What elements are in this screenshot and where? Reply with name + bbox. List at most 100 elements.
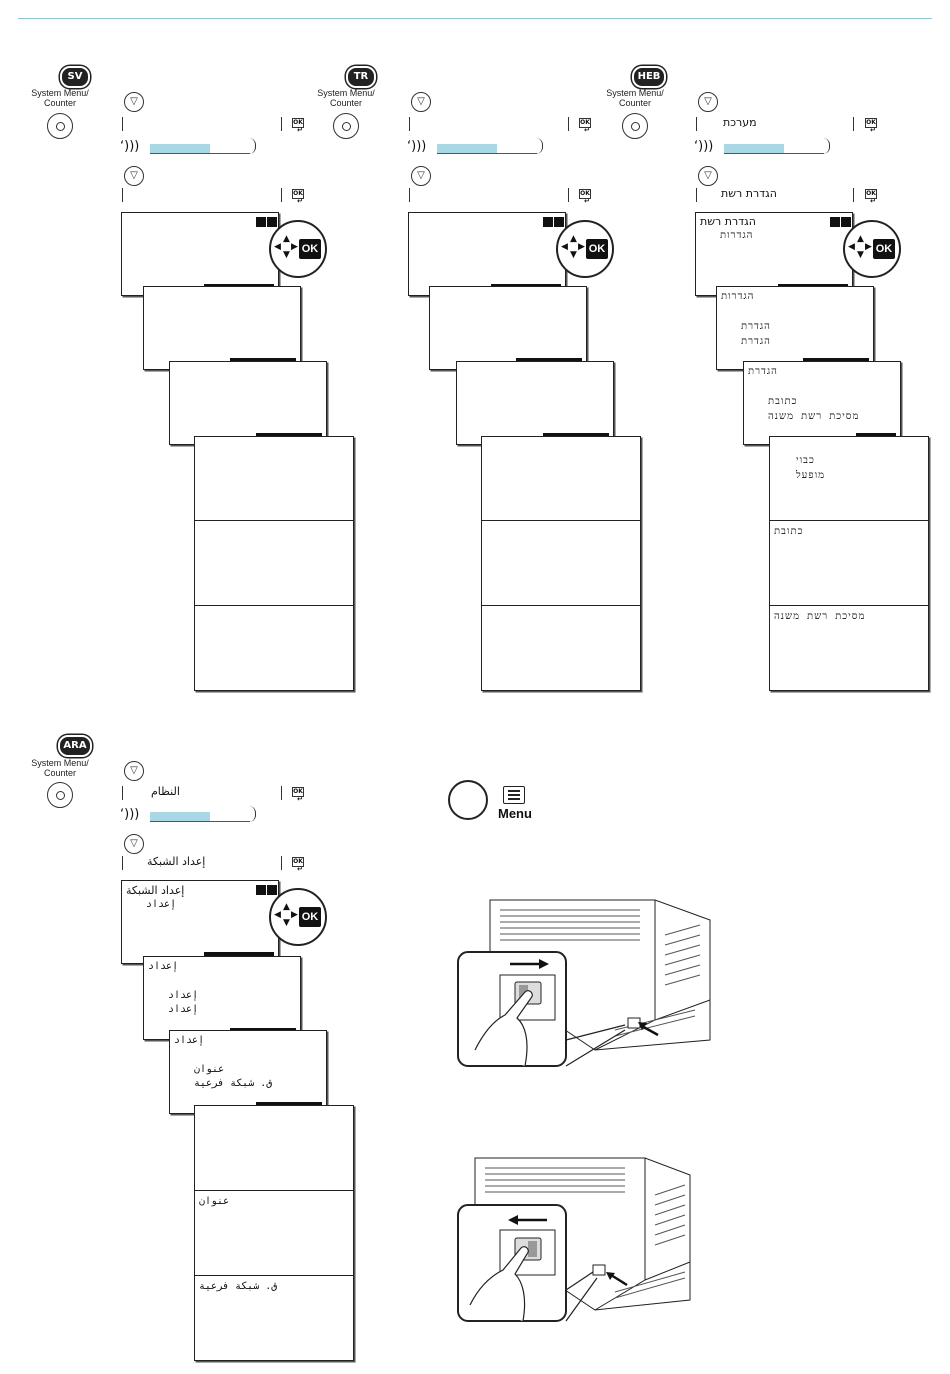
- screen-line: מסיכת רשת משנה: [774, 611, 866, 622]
- system-menu-button[interactable]: [47, 113, 73, 139]
- screen-tr-5: [481, 520, 641, 606]
- screen-ara-2: إعداد إعداد إعداد: [143, 956, 301, 1040]
- down-arrow-icon[interactable]: ▽: [411, 92, 431, 112]
- display-line-1: النظام: [122, 785, 283, 800]
- display-separator: [568, 188, 569, 202]
- display-text: النظام: [151, 785, 180, 798]
- screen-ara-1: إعداد الشبكة إعداد: [121, 880, 279, 964]
- volume-end: [536, 138, 543, 154]
- ok-key-icon[interactable]: OK: [292, 857, 304, 873]
- navigation-arrows-icon: ▲▼ ◀▶: [274, 234, 298, 260]
- screen-line: ق. شبكة فرعية: [199, 1281, 278, 1292]
- down-arrow-icon[interactable]: ▽: [411, 166, 431, 186]
- screen-line: הגדרות: [720, 230, 754, 241]
- screen-sv-3: [169, 361, 327, 445]
- display-line-2: הגדרת רשת: [696, 187, 855, 202]
- screen-indicator: [543, 217, 553, 227]
- screen-sv-1: [121, 212, 279, 296]
- display-line-2: [409, 188, 570, 202]
- menu-icon: [503, 786, 525, 804]
- ok-key-icon[interactable]: OK: [865, 189, 877, 205]
- system-menu-label: System Menu/Counter: [31, 758, 89, 778]
- volume-end: [249, 806, 256, 822]
- voice-guidance-icon: ʻ))): [694, 139, 714, 154]
- down-arrow-icon[interactable]: ▽: [698, 166, 718, 186]
- ok-key-icon[interactable]: OK: [579, 118, 591, 134]
- ok-navigation-callout: ▲▼ ◀▶ OK: [843, 220, 901, 278]
- voice-guidance-icon: ʻ))): [120, 807, 140, 822]
- volume-fill: [150, 144, 210, 153]
- screen-line: כבוי: [796, 455, 815, 466]
- screen-tr-1: [408, 212, 566, 296]
- ok-key[interactable]: OK: [299, 907, 321, 927]
- printer-power-on-illustration: [457, 899, 711, 1067]
- display-separator: [853, 117, 854, 131]
- voice-guidance-icon: ʻ))): [120, 139, 140, 154]
- system-menu-button[interactable]: [333, 113, 359, 139]
- screen-tr-4: [481, 436, 641, 522]
- screen-line: הגדרות: [721, 291, 755, 302]
- display-separator: [281, 117, 282, 131]
- down-arrow-icon[interactable]: ▽: [124, 166, 144, 186]
- ok-key[interactable]: OK: [873, 239, 895, 259]
- volume-track: [150, 812, 250, 822]
- screen-line: ق. شبكة فرعية: [194, 1078, 273, 1089]
- display-line-1: [409, 117, 570, 131]
- volume-fill: [150, 812, 210, 821]
- screen-sv-5: [194, 520, 354, 606]
- screen-tr-3: [456, 361, 614, 445]
- volume-track: [150, 144, 250, 154]
- screen-line: إعداد: [168, 990, 199, 1001]
- display-line-2: [122, 188, 283, 202]
- down-arrow-icon[interactable]: ▽: [124, 92, 144, 112]
- ok-key[interactable]: OK: [299, 239, 321, 259]
- display-line-1: מערכת: [696, 116, 855, 131]
- system-menu-button[interactable]: [47, 782, 73, 808]
- screen-line: כתובת: [774, 526, 804, 537]
- down-arrow-icon[interactable]: ▽: [698, 92, 718, 112]
- screen-indicator: [256, 885, 266, 895]
- screen-indicator: [256, 217, 266, 227]
- ok-key[interactable]: OK: [586, 239, 608, 259]
- down-arrow-icon[interactable]: ▽: [124, 761, 144, 781]
- voice-guidance-icon: ʻ))): [407, 139, 427, 154]
- screen-heb-4: כבוי מופעל: [769, 436, 929, 522]
- volume-track: [437, 144, 537, 154]
- language-badge-sv: SV: [60, 66, 90, 88]
- ok-navigation-callout: ▲▼ ◀▶ OK: [269, 888, 327, 946]
- system-menu-button[interactable]: [622, 113, 648, 139]
- display-separator: [853, 188, 854, 202]
- screen-ara-5: عنوان: [194, 1190, 354, 1276]
- ok-key-icon[interactable]: OK: [865, 118, 877, 134]
- down-arrow-icon[interactable]: ▽: [124, 834, 144, 854]
- language-badge-ara: ARA: [58, 735, 92, 757]
- screen-line: إعداد: [174, 1035, 205, 1046]
- screen-indicator: [267, 885, 277, 895]
- ok-navigation-callout: ▲▼ ◀▶ OK: [269, 220, 327, 278]
- system-menu-label: System Menu/Counter: [606, 88, 664, 108]
- screen-heb-3: הגדרת כתובת מסיכת רשת משנה: [743, 361, 901, 445]
- softkey-tab[interactable]: [204, 952, 274, 959]
- screen-line: הגדרת: [748, 366, 778, 377]
- screen-heb-5: כתובת: [769, 520, 929, 606]
- screen-heb-2: הגדרות הגדרת הגדרת: [716, 286, 874, 370]
- screen-line: إعداد: [148, 961, 179, 972]
- screen-tr-6: [481, 605, 641, 691]
- ok-key-icon[interactable]: OK: [579, 189, 591, 205]
- ok-key-icon[interactable]: OK: [292, 189, 304, 205]
- display-separator: [281, 188, 282, 202]
- ok-key-icon[interactable]: OK: [292, 118, 304, 134]
- system-menu-label: System Menu/Counter: [31, 88, 89, 108]
- screen-sv-6: [194, 605, 354, 691]
- top-divider: [18, 18, 932, 19]
- navigation-arrows-icon: ▲▼ ◀▶: [561, 234, 585, 260]
- menu-circle-button[interactable]: [448, 780, 488, 820]
- volume-fill: [437, 144, 497, 153]
- screen-line: כתובת: [768, 396, 798, 407]
- screen-ara-3: إعداد عنوان ق. شبكة فرعية: [169, 1030, 327, 1114]
- volume-end: [823, 138, 830, 154]
- ok-key-icon[interactable]: OK: [292, 787, 304, 803]
- volume-track: [724, 144, 824, 154]
- display-text: הגדרת רשת: [721, 187, 777, 200]
- screen-line: عنوان: [199, 1196, 230, 1207]
